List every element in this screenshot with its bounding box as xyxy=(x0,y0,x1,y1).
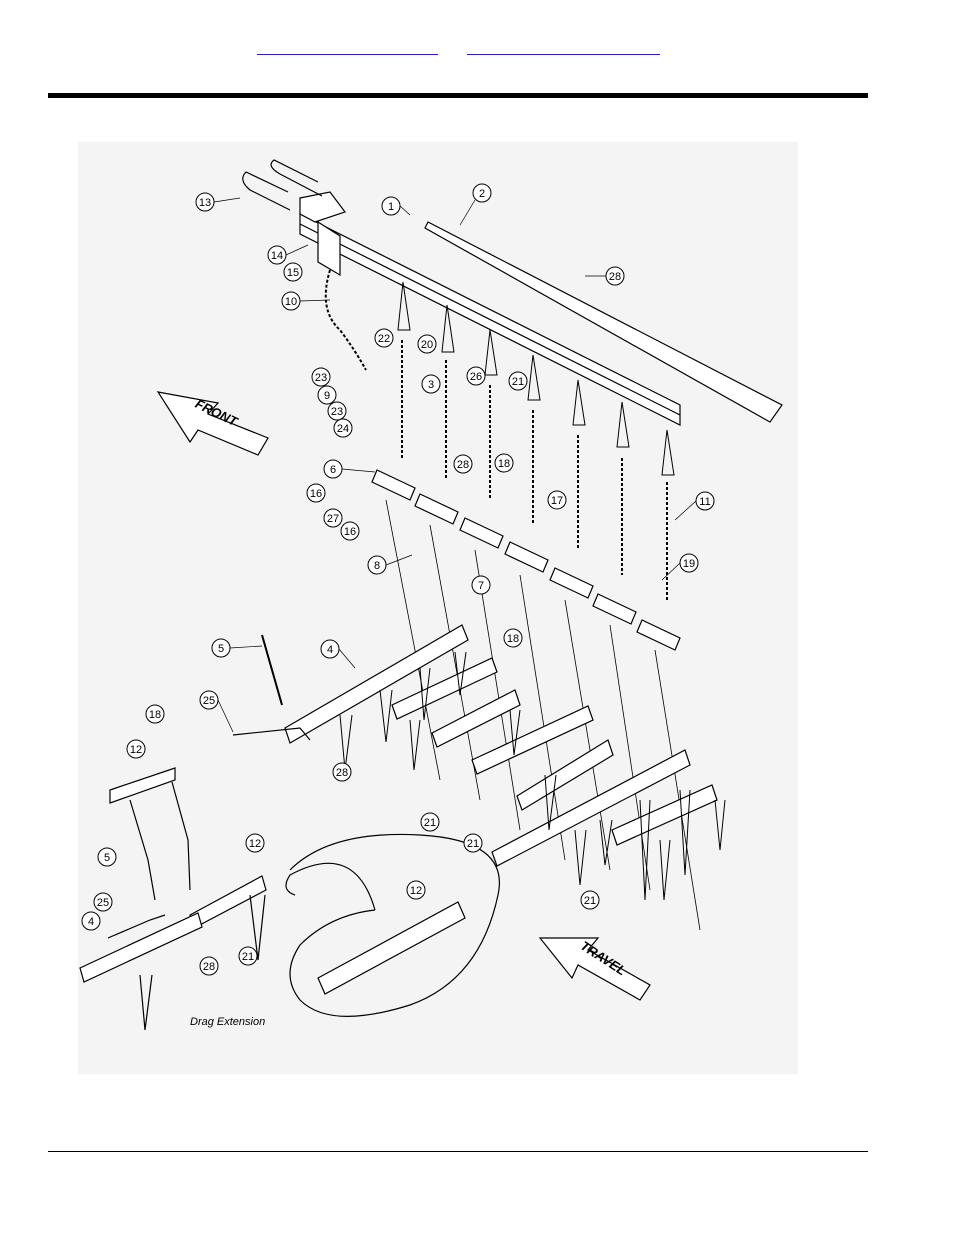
svg-text:21: 21 xyxy=(424,817,436,829)
callout-27: 27 xyxy=(324,509,342,527)
callout-9: 9 xyxy=(318,386,336,404)
svg-text:27: 27 xyxy=(327,513,339,525)
svg-text:22: 22 xyxy=(378,333,390,345)
callout-28c: 28 xyxy=(333,763,351,781)
svg-text:3: 3 xyxy=(428,379,434,391)
callout-21d: 21 xyxy=(581,891,599,909)
callout-5a: 5 xyxy=(212,639,230,657)
svg-text:23: 23 xyxy=(315,372,327,384)
callout-23a: 23 xyxy=(312,368,330,386)
svg-text:23: 23 xyxy=(331,406,343,418)
callout-21a: 21 xyxy=(509,372,527,390)
svg-text:12: 12 xyxy=(410,885,422,897)
svg-text:12: 12 xyxy=(130,744,142,756)
svg-text:6: 6 xyxy=(330,464,336,476)
callout-22: 22 xyxy=(375,329,393,347)
svg-text:20: 20 xyxy=(421,339,433,351)
callouts: 1 2 3 4 4 5 5 6 7 8 9 10 11 12 12 12 13 … xyxy=(82,184,714,975)
callout-6: 6 xyxy=(324,460,342,478)
svg-text:18: 18 xyxy=(149,709,161,721)
callout-21c: 21 xyxy=(464,834,482,852)
callout-4a: 4 xyxy=(321,640,339,658)
svg-text:18: 18 xyxy=(507,633,519,645)
svg-text:21: 21 xyxy=(467,838,479,850)
svg-text:1: 1 xyxy=(388,201,394,213)
callout-21e: 21 xyxy=(239,947,257,965)
svg-text:16: 16 xyxy=(310,488,322,500)
callout-11: 11 xyxy=(696,492,714,510)
callout-13: 13 xyxy=(196,193,214,211)
header-link-right[interactable] xyxy=(467,38,660,55)
svg-text:19: 19 xyxy=(683,558,695,570)
callout-17: 17 xyxy=(548,491,566,509)
svg-text:7: 7 xyxy=(478,580,484,592)
svg-text:25: 25 xyxy=(203,695,215,707)
callout-28a: 28 xyxy=(606,267,624,285)
svg-text:25: 25 xyxy=(97,897,109,909)
svg-text:21: 21 xyxy=(242,951,254,963)
callout-26: 26 xyxy=(467,367,485,385)
svg-text:18: 18 xyxy=(498,458,510,470)
callout-2: 2 xyxy=(473,184,491,202)
svg-text:13: 13 xyxy=(199,197,211,209)
parts-diagram: FRONT TRAVEL Drag Extension 1 2 3 4 4 5 … xyxy=(78,142,798,1074)
footer-rule xyxy=(48,1151,868,1152)
svg-text:21: 21 xyxy=(584,895,596,907)
svg-text:21: 21 xyxy=(512,376,524,388)
header-link-left[interactable] xyxy=(257,38,438,55)
callout-4b: 4 xyxy=(82,912,100,930)
callout-3: 3 xyxy=(422,375,440,393)
svg-text:28: 28 xyxy=(457,459,469,471)
svg-text:4: 4 xyxy=(88,916,94,928)
svg-text:14: 14 xyxy=(271,250,283,262)
callout-16b: 16 xyxy=(341,522,359,540)
callout-18a: 18 xyxy=(495,454,513,472)
header-rule xyxy=(48,93,868,98)
callout-12a: 12 xyxy=(127,740,145,758)
svg-text:11: 11 xyxy=(699,496,710,508)
callout-14: 14 xyxy=(268,246,286,264)
callout-10: 10 xyxy=(282,292,300,310)
svg-text:4: 4 xyxy=(327,644,333,656)
svg-text:26: 26 xyxy=(470,371,482,383)
svg-text:5: 5 xyxy=(218,643,224,655)
callout-5b: 5 xyxy=(98,848,116,866)
callout-12b: 12 xyxy=(246,834,264,852)
svg-text:5: 5 xyxy=(104,852,110,864)
svg-text:2: 2 xyxy=(479,188,485,200)
callout-12c: 12 xyxy=(407,881,425,899)
main-frame xyxy=(80,160,782,1030)
front-arrow: FRONT xyxy=(158,392,268,455)
svg-text:15: 15 xyxy=(287,267,299,279)
travel-arrow: TRAVEL xyxy=(540,938,650,1000)
callout-23b: 23 xyxy=(328,402,346,420)
svg-text:17: 17 xyxy=(551,495,563,507)
callout-16a: 16 xyxy=(307,484,325,502)
svg-text:24: 24 xyxy=(337,423,349,435)
callout-25a: 25 xyxy=(200,691,218,709)
svg-text:28: 28 xyxy=(609,271,621,283)
svg-text:12: 12 xyxy=(249,838,261,850)
svg-text:9: 9 xyxy=(324,390,330,402)
callout-15: 15 xyxy=(284,263,302,281)
svg-text:28: 28 xyxy=(203,961,215,973)
callout-28b: 28 xyxy=(454,455,472,473)
callout-24: 24 xyxy=(334,419,352,437)
drag-extension-caption: Drag Extension xyxy=(190,1016,265,1028)
callout-20: 20 xyxy=(418,335,436,353)
svg-text:8: 8 xyxy=(374,560,380,572)
callout-18b: 18 xyxy=(504,629,522,647)
callout-21b: 21 xyxy=(421,813,439,831)
callout-25b: 25 xyxy=(94,893,112,911)
callout-7: 7 xyxy=(472,576,490,594)
callout-28d: 28 xyxy=(200,957,218,975)
svg-text:16: 16 xyxy=(344,526,356,538)
callout-19: 19 xyxy=(680,554,698,572)
callout-8: 8 xyxy=(368,556,386,574)
svg-text:28: 28 xyxy=(336,767,348,779)
svg-text:10: 10 xyxy=(285,296,297,308)
callout-18c: 18 xyxy=(146,705,164,723)
callout-1: 1 xyxy=(382,197,400,215)
